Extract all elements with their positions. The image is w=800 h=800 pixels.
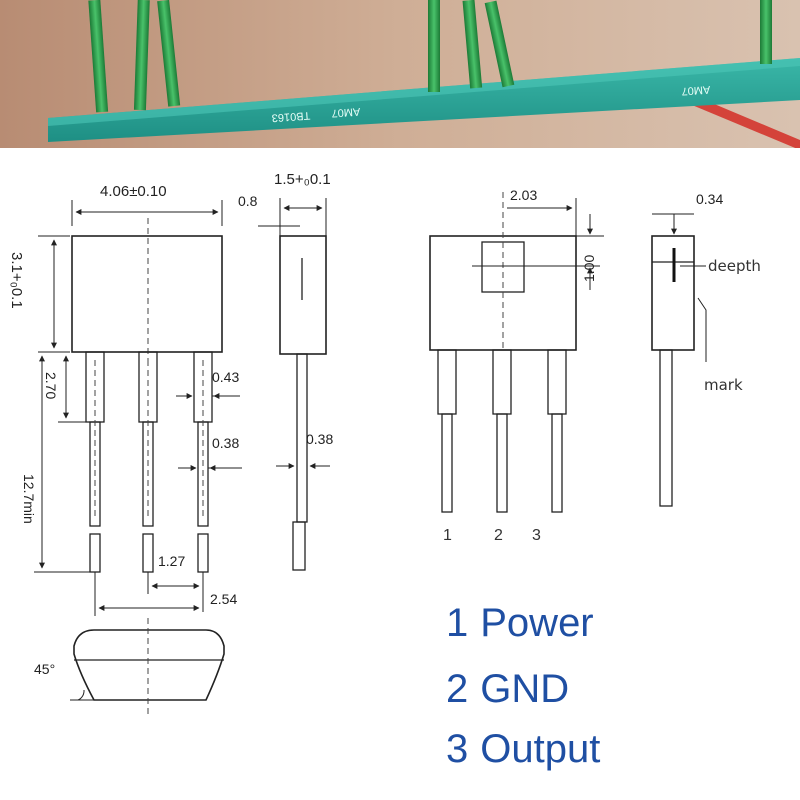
front-view: 4.06±0.10 3.1+₀0.1 2.70 12.7min 0.43 0.3… xyxy=(8,183,242,616)
dim-sensor-offset-y: 1.00 xyxy=(581,255,597,282)
chamfer-view: 45° xyxy=(34,618,225,716)
pcb-marking-code: TB0163 xyxy=(271,109,310,124)
front-leads xyxy=(85,351,213,573)
legend-item-power: 1 Power xyxy=(446,601,594,645)
side-view: 1.5+₀0.1 0.8 0.38 xyxy=(238,171,333,571)
pcb-marking-left: AM07 xyxy=(331,105,361,119)
dim-lead-width: 0.38 xyxy=(212,435,239,451)
legend-item-gnd: 2 GND xyxy=(446,667,569,711)
pin-legend: 1 Power 2 GND 3 Output xyxy=(446,601,600,771)
legend-name: Output xyxy=(480,727,600,771)
label-depth: deepth xyxy=(708,257,761,275)
pin-number-3: 3 xyxy=(532,527,541,544)
legend-number: 3 xyxy=(446,727,468,771)
sensor-side-view: 0.34 deepth mark xyxy=(651,191,761,507)
side-body xyxy=(279,235,327,355)
red-wire xyxy=(680,98,800,148)
dim-sensor-offset-x: 2.03 xyxy=(510,187,537,203)
photo-leads xyxy=(88,0,772,113)
legend-name: GND xyxy=(480,667,569,711)
dim-pitch: 2.54 xyxy=(210,591,237,607)
front-body xyxy=(71,235,223,353)
pin-number-1: 1 xyxy=(443,527,452,544)
label-mark: mark xyxy=(704,376,743,394)
dim-side-lead-width: 0.38 xyxy=(306,431,333,447)
dim-sensor-depth: 0.34 xyxy=(696,191,723,207)
legend-name: Power xyxy=(480,601,593,645)
dim-shoulder: 2.70 xyxy=(43,372,59,399)
legend-item-output: 3 Output xyxy=(446,727,600,771)
dim-side-thickness: 1.5+₀0.1 xyxy=(274,171,331,188)
dim-chamfer: 45° xyxy=(34,661,55,677)
legend-number: 1 xyxy=(446,601,468,645)
pcb-marking-right: AM07 xyxy=(681,83,711,97)
dim-lead-length: 12.7min xyxy=(21,474,37,524)
sensor-front-view: 2.03 1.00 1 2 3 xyxy=(429,187,604,544)
dim-body-height: 3.1+₀0.1 xyxy=(8,252,25,309)
product-photo: AM07 TB0163 AM07 xyxy=(0,0,800,148)
chamfer-body xyxy=(73,629,225,701)
dim-lead-width-top: 0.43 xyxy=(212,369,239,385)
legend-number: 2 xyxy=(446,667,468,711)
package-drawing: 4.06±0.10 3.1+₀0.1 2.70 12.7min 0.43 0.3… xyxy=(8,171,761,771)
dim-lead-gap: 0.8 xyxy=(238,193,258,209)
dim-body-width: 4.06±0.10 xyxy=(100,183,167,200)
dim-pitch-half: 1.27 xyxy=(158,553,185,569)
pin-number-2: 2 xyxy=(494,527,503,544)
